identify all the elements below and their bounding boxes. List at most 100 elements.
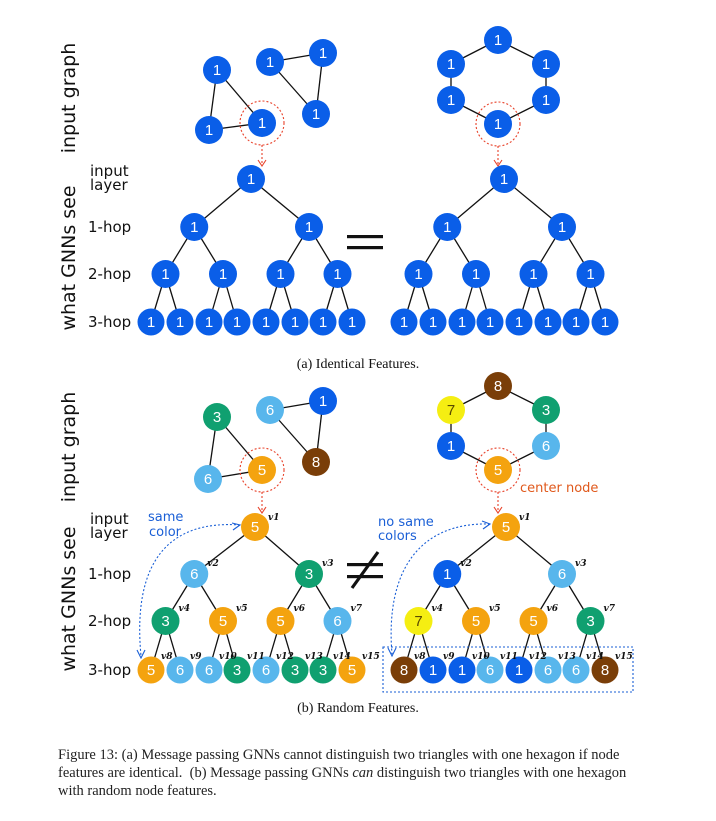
b-left-tree-hop3-node — [223, 656, 251, 684]
a-right-tree-hop3-node — [390, 308, 418, 336]
b-left-tree-root-node — [241, 513, 269, 541]
a-center-arrowhead — [257, 159, 267, 167]
b-left-tree-hop3-node — [252, 656, 280, 684]
b-right-graph-node-value: 3 — [542, 402, 550, 419]
no-same-colors-arrowhead — [387, 647, 397, 658]
b-left-tree-root-node-value: 5 — [251, 519, 259, 536]
b-left-graph-node-value: 5 — [258, 462, 266, 479]
caption-emphasis: can — [352, 765, 374, 781]
a-right-graph-node-value: 1 — [447, 56, 455, 73]
b-right-graph-node-value: 7 — [447, 402, 455, 419]
b-left-tree-vertex-label: v6 — [294, 604, 306, 614]
a-left-graph-node — [309, 39, 337, 67]
b-left-tree-hop3-node-value: 5 — [348, 662, 356, 679]
not-equal-bar — [347, 563, 383, 567]
b-left-tree-vertex-label: v10 — [219, 652, 237, 662]
b-left-tree-vertex-label: v3 — [322, 559, 334, 569]
subcaption-a: (a) Identical Features. — [297, 357, 419, 372]
b-left-tree-hop3-node-value: 5 — [147, 662, 155, 679]
a-right-tree-hop2-node — [519, 260, 548, 288]
a-left-tree-hop2-node — [323, 260, 352, 288]
a-left-tree-hop1-node-value: 1 — [190, 219, 198, 236]
a-right-graph-node — [484, 26, 512, 54]
b-right-tree-vertex-label: v9 — [443, 652, 455, 662]
a-right-tree-hop3-node-value: 1 — [486, 314, 494, 331]
equals-sign-bar — [347, 246, 383, 250]
b-right-graph-node — [437, 432, 465, 460]
b-left-graph-node — [203, 403, 231, 431]
b-left-tree-vertex-label: v4 — [179, 604, 191, 614]
b-left-graph-node — [256, 396, 284, 424]
a-right-graph-node-value: 1 — [494, 116, 502, 133]
center-node-note: center node — [520, 481, 598, 496]
a-left-tree-hop2-node-value: 1 — [333, 266, 341, 283]
a-left-graph-node — [256, 48, 284, 76]
b-left-tree-hop1-node — [295, 560, 323, 588]
b-left-tree-hop3-node-value: 6 — [262, 662, 270, 679]
b-right-tree-vertex-label: v4 — [432, 604, 444, 614]
b-right-tree-root-node-value: 5 — [502, 519, 510, 536]
b-right-graph-node-value: 6 — [542, 438, 550, 455]
b-right-tree-hop3-node-value: 6 — [544, 662, 552, 679]
b-row-label-2hop: 2-hop — [88, 612, 131, 630]
b-right-tree-vertex-label: v1 — [519, 513, 531, 523]
b-right-graph-node-value: 1 — [447, 438, 455, 455]
b-right-tree-vertex-label: v7 — [604, 604, 616, 614]
b-row-label-input: input — [90, 510, 129, 528]
a-right-tree-hop3-node-value: 1 — [544, 314, 552, 331]
same-color-arrowhead — [136, 649, 146, 660]
a-right-tree-hop3-node — [562, 308, 590, 336]
b-right-tree-hop2-node-value: 3 — [586, 613, 594, 630]
a-left-tree-hop3-node-value: 1 — [233, 314, 241, 331]
caption-text-2: distinguish two triangles with one hexag… — [58, 765, 630, 799]
b-left-graph-node — [302, 448, 330, 476]
b-right-graph-node — [532, 432, 560, 460]
a-left-tree-hop3-node-value: 1 — [176, 314, 184, 331]
b-row-label-1hop: 1-hop — [88, 565, 131, 583]
caption-text-1: (a) Message passing GNNs cannot distingu… — [58, 747, 624, 781]
a-left-tree-hop1-node — [295, 213, 323, 241]
a-right-tree-hop2-node — [462, 260, 490, 288]
subcaption-b: (b) Random Features. — [297, 701, 419, 716]
b-right-tree-hop3-node-value: 6 — [572, 662, 580, 679]
b-left-graph-node-value: 6 — [204, 471, 212, 488]
a-left-graph-node-value: 1 — [312, 106, 320, 123]
a-right-tree-hop2-node-value: 1 — [472, 266, 480, 283]
a-left-tree-hop3-node — [166, 308, 194, 336]
a-left-tree-hop3-node — [223, 308, 251, 336]
b-left-graph-node-value: 6 — [266, 402, 274, 419]
b-left-tree-hop2-node-value: 6 — [333, 613, 341, 630]
b-left-graph-node — [248, 456, 276, 484]
b-left-tree-hop2-node — [151, 607, 180, 635]
a-right-tree-hop3-node-value: 1 — [458, 314, 466, 331]
a-right-tree-hop2-node — [404, 260, 433, 288]
a-center-arrowhead — [493, 159, 503, 167]
a-left-tree-hop3-node — [338, 308, 366, 336]
b-left-tree-vertex-label: v11 — [247, 652, 265, 662]
no-same-colors-note: colors — [378, 529, 417, 544]
a-left-tree-hop3-node — [309, 308, 337, 336]
a-right-tree-hop3-node — [448, 308, 476, 336]
b-left-graph-node — [309, 387, 337, 415]
b-left-tree-hop2-node-value: 5 — [219, 613, 227, 630]
b-left-tree-hop3-node — [281, 656, 309, 684]
a-right-tree-hop2-node-value: 1 — [586, 266, 594, 283]
annotations-layer — [136, 100, 634, 693]
b-right-tree-hop2-node-value: 5 — [529, 613, 537, 630]
b-left-graph-node-value: 8 — [312, 454, 320, 471]
a-right-graph-node — [437, 50, 465, 78]
a-right-graph-node — [437, 86, 465, 114]
b-left-tree-vertex-label: v8 — [161, 652, 173, 662]
b-right-tree-hop3-node-value: 8 — [601, 662, 609, 679]
a-left-graph-node-value: 1 — [258, 115, 266, 132]
a-left-tree-hop2-node — [209, 260, 237, 288]
no-same-colors-note: no same — [378, 515, 434, 530]
b-right-tree-vertex-label: v6 — [547, 604, 559, 614]
a-left-tree-hop3-node — [195, 308, 223, 336]
b-right-tree-hop1-node — [548, 560, 576, 588]
a-left-tree-hop3-node-value: 1 — [205, 314, 213, 331]
b-left-tree-vertex-label: v7 — [351, 604, 363, 614]
a-right-graph-node — [484, 110, 512, 138]
b-right-tree-root-node — [492, 513, 520, 541]
